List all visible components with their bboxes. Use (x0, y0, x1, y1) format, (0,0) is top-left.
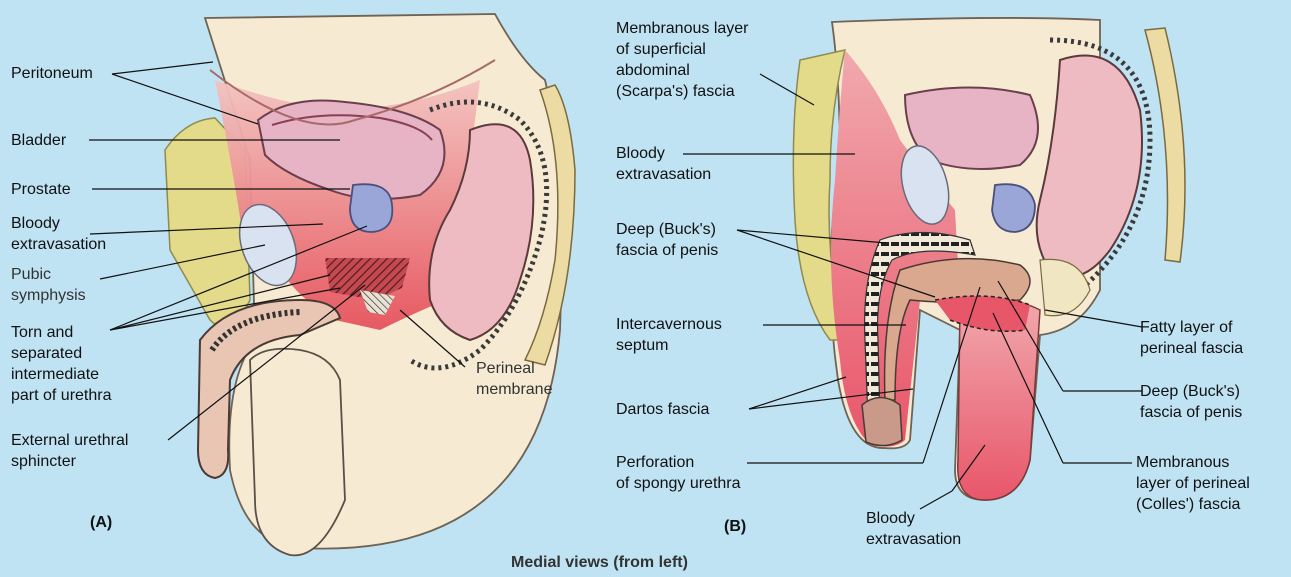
label-torn-urethra: Torn and separated intermediate part of … (11, 322, 112, 406)
label-membranous-colles: Membranous layer of perineal (Colles') f… (1136, 452, 1250, 515)
label-line: Perforation (616, 452, 741, 473)
label-intercavernous-septum: Intercavernous septum (616, 314, 722, 356)
label-line: fascia of penis (1140, 402, 1242, 423)
label-line: layer of perineal (1136, 473, 1250, 494)
figure-caption: Medial views (from left) (511, 552, 688, 573)
label-membranous-scarpa: Membranous layer of superficial abdomina… (616, 18, 749, 102)
label-line: Deep (Buck's) (1140, 381, 1242, 402)
label-line: perineal fascia (1140, 338, 1243, 359)
label-line: Pubic (11, 264, 86, 285)
label-line: membrane (476, 379, 552, 400)
label-line: Bloody (866, 508, 961, 529)
label-line: Torn and (11, 322, 112, 343)
label-line: Fatty layer of (1140, 317, 1243, 338)
label-dartos-fascia: Dartos fascia (616, 399, 709, 420)
label-bloody-extravasation-bottom: Bloody extravasation (866, 508, 961, 550)
label-prostate: Prostate (11, 179, 71, 200)
label-line: (Colles') fascia (1136, 494, 1250, 515)
label-bladder: Bladder (11, 130, 66, 151)
label-line: Deep (Buck's) (616, 219, 718, 240)
label-line: septum (616, 335, 722, 356)
label-line: extravasation (866, 529, 961, 550)
label-line: Bloody (11, 213, 106, 234)
label-line: Perineal (476, 358, 552, 379)
label-line: abdominal (616, 60, 749, 81)
panel-a-tag: (A) (90, 512, 112, 533)
label-bloody-extravasation: Bloody extravasation (11, 213, 106, 255)
label-line: sphincter (11, 451, 128, 472)
label-line: External urethral (11, 430, 128, 451)
label-fatty-layer: Fatty layer of perineal fascia (1140, 317, 1243, 359)
label-line: separated (11, 343, 112, 364)
label-line: intermediate (11, 364, 112, 385)
label-line: Membranous layer (616, 18, 749, 39)
label-deep-bucks-right: Deep (Buck's) fascia of penis (1140, 381, 1242, 423)
panel-a-illustration (165, 14, 575, 555)
label-perineal-membrane: Perineal membrane (476, 358, 552, 400)
label-line: extravasation (616, 164, 711, 185)
label-line: Bloody (616, 143, 711, 164)
label-line: fascia of penis (616, 240, 718, 261)
label-line: extravasation (11, 234, 106, 255)
label-perforation: Perforation of spongy urethra (616, 452, 741, 494)
panel-b-illustration (793, 18, 1185, 500)
panel-b-tag: (B) (724, 516, 746, 537)
label-bloody-extravasation-top: Bloody extravasation (616, 143, 711, 185)
label-line: (Scarpa's) fascia (616, 81, 749, 102)
label-line: of superficial (616, 39, 749, 60)
label-deep-bucks-left: Deep (Buck's) fascia of penis (616, 219, 718, 261)
label-line: Membranous (1136, 452, 1250, 473)
label-peritoneum: Peritoneum (11, 63, 93, 84)
label-line: of spongy urethra (616, 473, 741, 494)
label-external-sphincter: External urethral sphincter (11, 430, 128, 472)
label-pubic-symphysis: Pubic symphysis (11, 264, 86, 306)
label-line: symphysis (11, 285, 86, 306)
label-line: Intercavernous (616, 314, 722, 335)
label-line: part of urethra (11, 385, 112, 406)
